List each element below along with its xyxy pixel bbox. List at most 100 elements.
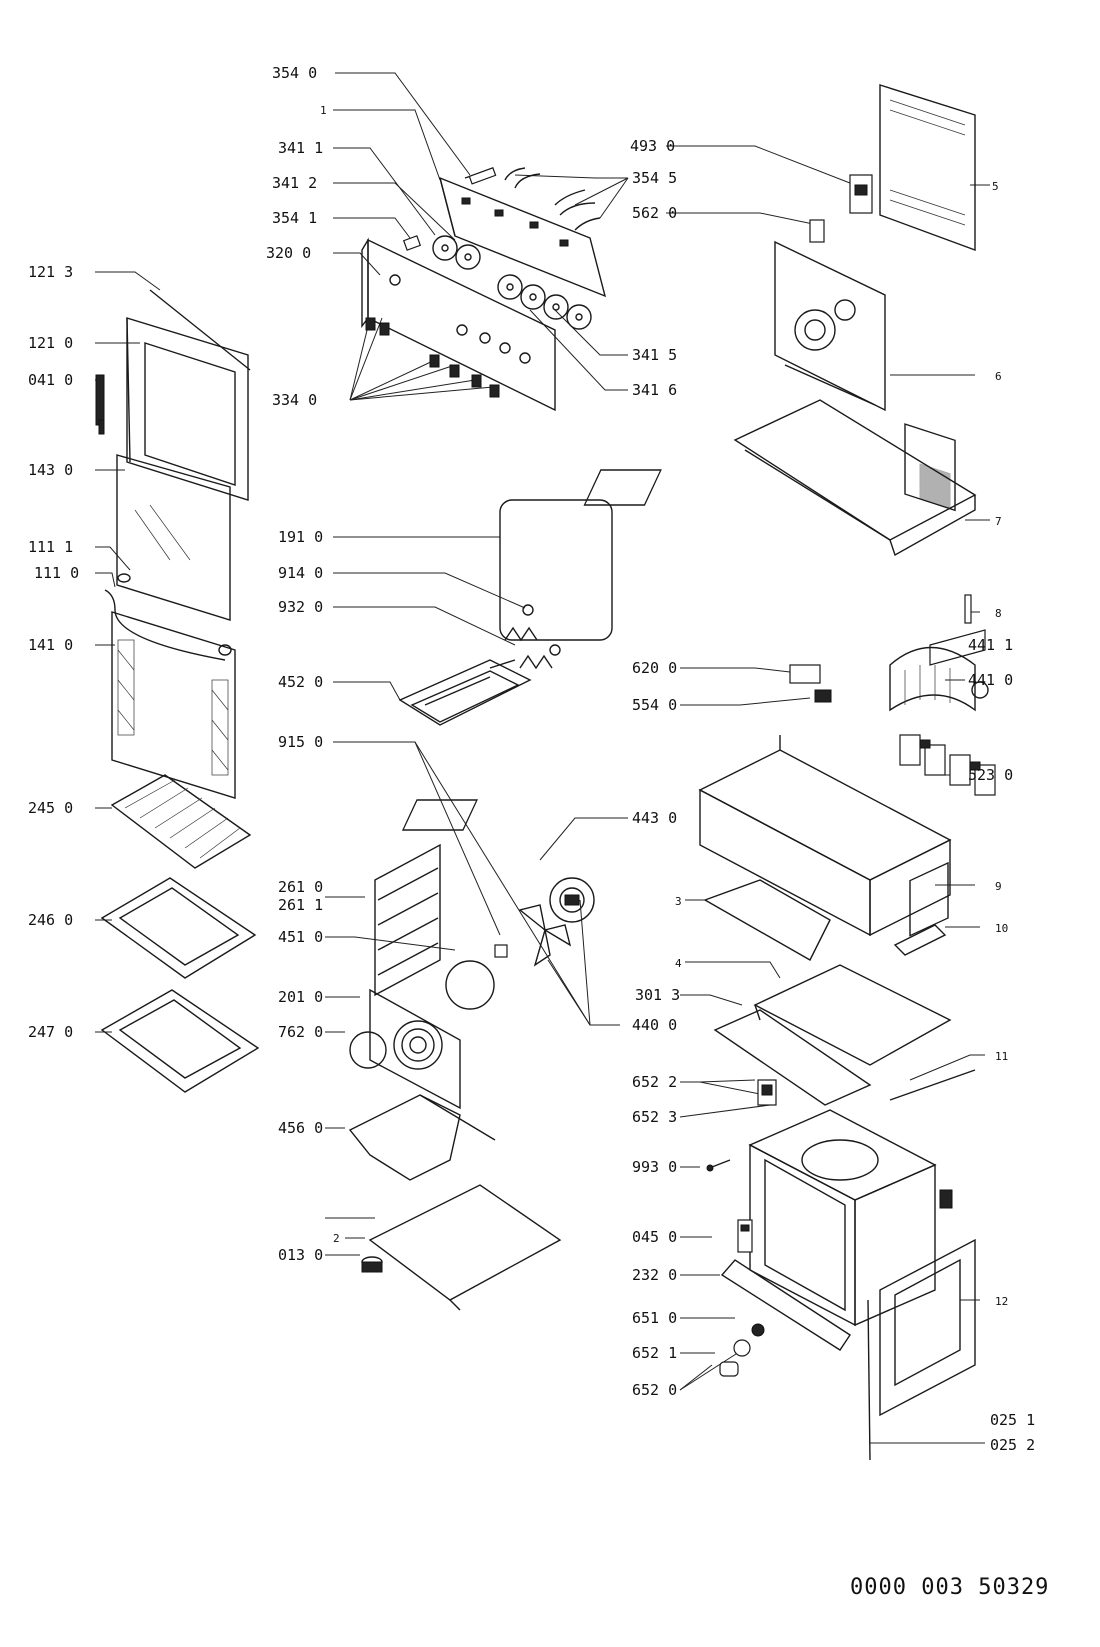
grill-element-part xyxy=(398,659,532,726)
label-334-0: 334 0 xyxy=(272,391,317,409)
label-354-0: 354 0 xyxy=(272,64,317,82)
element-fittings-part xyxy=(504,604,561,670)
label-11: 11 xyxy=(995,1050,1008,1063)
knob-parts xyxy=(719,1323,765,1377)
tangential-fan-part xyxy=(889,594,989,712)
label-993-0: 993 0 xyxy=(632,1158,677,1176)
label-191-0: 191 0 xyxy=(278,528,323,546)
thermostat-part xyxy=(849,174,873,214)
label-247-0: 247 0 xyxy=(28,1023,73,1041)
label-141-0: 141 0 xyxy=(28,636,73,654)
label-143-0: 143 0 xyxy=(28,461,73,479)
label-762-0: 762 0 xyxy=(278,1023,323,1041)
label-301-3: 301 3 xyxy=(635,986,680,1004)
label-452-0: 452 0 xyxy=(278,673,323,691)
fan-motor-part xyxy=(518,877,595,967)
base-tray-part xyxy=(401,735,952,937)
label-121-3: 121 3 xyxy=(28,263,73,281)
relay-block-part xyxy=(899,734,996,796)
label-562-0: 562 0 xyxy=(632,204,677,222)
oven-cavity-part xyxy=(748,1109,953,1327)
label-915-0: 915 0 xyxy=(278,733,323,751)
label-025-2: 025 2 xyxy=(990,1436,1035,1454)
label-451-0: 451 0 xyxy=(278,928,323,946)
label-651-0: 651 0 xyxy=(632,1309,677,1327)
lamp-holder-part xyxy=(757,1079,777,1106)
foot-part xyxy=(361,1256,383,1273)
label-440-0: 440 0 xyxy=(632,1016,677,1034)
label-5: 5 xyxy=(992,180,999,193)
label-7: 7 xyxy=(995,515,1002,528)
door-strip-part xyxy=(720,1259,851,1351)
side-rails-part xyxy=(374,843,441,997)
label-341-6: 341 6 xyxy=(632,381,677,399)
bottom-element-part xyxy=(348,1094,496,1181)
label-456-0: 456 0 xyxy=(278,1119,323,1137)
label-1: 1 xyxy=(320,104,327,117)
label-111-1: 111 1 xyxy=(28,538,73,556)
screw-part xyxy=(706,1159,731,1172)
circular-element-part xyxy=(445,944,508,1010)
switch-part-562 xyxy=(809,219,825,243)
terminal-block-part xyxy=(789,664,832,703)
control-panel-part xyxy=(361,237,556,412)
cover-disc-part xyxy=(349,1031,387,1069)
label-443-0: 443 0 xyxy=(632,809,677,827)
label-261-0: 261 0 xyxy=(278,878,323,896)
leader-lines xyxy=(95,72,990,1444)
side-panel-4 xyxy=(753,964,952,1066)
label-652-1: 652 1 xyxy=(632,1344,677,1362)
label-493-0: 493 0 xyxy=(630,137,675,155)
label-261-1: 261 1 xyxy=(278,896,323,914)
label-652-0: 652 0 xyxy=(632,1381,677,1399)
label-8: 8 xyxy=(995,607,1002,620)
inner-glass-part xyxy=(116,454,231,621)
label-341-2: 341 2 xyxy=(272,174,317,192)
baking-tray-part xyxy=(100,877,257,979)
floor-plate-part xyxy=(368,1184,562,1311)
back-panel-part xyxy=(879,84,976,512)
door-seal-part xyxy=(499,499,613,641)
label-10: 10 xyxy=(995,922,1008,935)
label-4: 4 xyxy=(675,957,682,970)
label-045-0: 045 0 xyxy=(632,1228,677,1246)
door-handle-part xyxy=(95,374,105,435)
label-341-5: 341 5 xyxy=(632,346,677,364)
label-3: 3 xyxy=(675,895,682,908)
label-554-0: 554 0 xyxy=(632,696,677,714)
side-door-part xyxy=(879,861,976,1417)
label-441-0: 441 0 xyxy=(968,671,1013,689)
label-12: 12 xyxy=(995,1295,1008,1308)
label-320-0: 320 0 xyxy=(266,244,311,262)
label-341-1: 341 1 xyxy=(278,139,323,157)
rod-part-11 xyxy=(889,1069,976,1101)
label-441-1: 441 1 xyxy=(968,636,1013,654)
label-041-0: 041 0 xyxy=(28,371,73,389)
hinge-parts xyxy=(104,573,232,661)
label-2: 2 xyxy=(333,1232,340,1245)
label-652-2: 652 2 xyxy=(632,1073,677,1091)
label-523-0: 523 0 xyxy=(968,766,1013,784)
label-354-1: 354 1 xyxy=(272,209,317,227)
label-121-0: 121 0 xyxy=(28,334,73,352)
label-201-0: 201 0 xyxy=(278,988,323,1006)
knob-discs-part xyxy=(402,235,592,330)
label-620-0: 620 0 xyxy=(632,659,677,677)
label-6: 6 xyxy=(995,370,1002,383)
wire-rack-part xyxy=(110,774,252,869)
hinge-strip-part xyxy=(867,1299,871,1461)
bracket-part-10 xyxy=(893,924,947,956)
lock-part xyxy=(737,1219,753,1253)
label-025-1: 025 1 xyxy=(990,1411,1035,1429)
control-board-part xyxy=(438,167,607,298)
label-246-0: 246 0 xyxy=(28,911,73,929)
label-9: 9 xyxy=(995,880,1002,893)
label-232-0: 232 0 xyxy=(632,1266,677,1284)
label-914-0: 914 0 xyxy=(278,564,323,582)
document-number: 0000 003 50329 xyxy=(850,1575,1050,1600)
label-111-0: 111 0 xyxy=(34,564,79,582)
door-frame-part xyxy=(126,289,251,501)
label-354-5: 354 5 xyxy=(632,169,677,187)
label-652-3: 652 3 xyxy=(632,1108,677,1126)
